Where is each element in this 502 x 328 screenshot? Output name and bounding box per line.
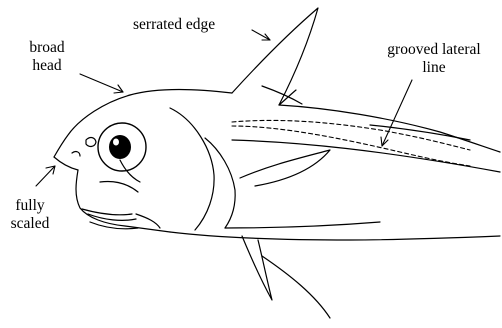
grooved-lateral-line: [232, 120, 470, 166]
body: [170, 105, 500, 318]
label-broad-head-line2: head: [12, 57, 82, 75]
label-grooved-lateral-line-line1: grooved lateral: [370, 41, 498, 59]
label-grooved-lateral-line-line2: line: [370, 59, 498, 77]
label-fully-scaled-line2: scaled: [0, 215, 60, 233]
label-serrated-edge: serrated edge: [133, 16, 215, 34]
label-fully-scaled: fully scaled: [0, 197, 60, 233]
label-fully-scaled-line1: fully: [0, 197, 60, 215]
label-serrated-edge-text: serrated edge: [133, 16, 215, 33]
label-grooved-lateral-line: grooved lateral line: [370, 41, 498, 77]
leader-lines: [36, 30, 412, 186]
dorsal-fin: [232, 8, 318, 105]
head: [54, 89, 235, 232]
label-broad-head-line1: broad: [12, 39, 82, 57]
label-broad-head: broad head: [12, 39, 82, 75]
